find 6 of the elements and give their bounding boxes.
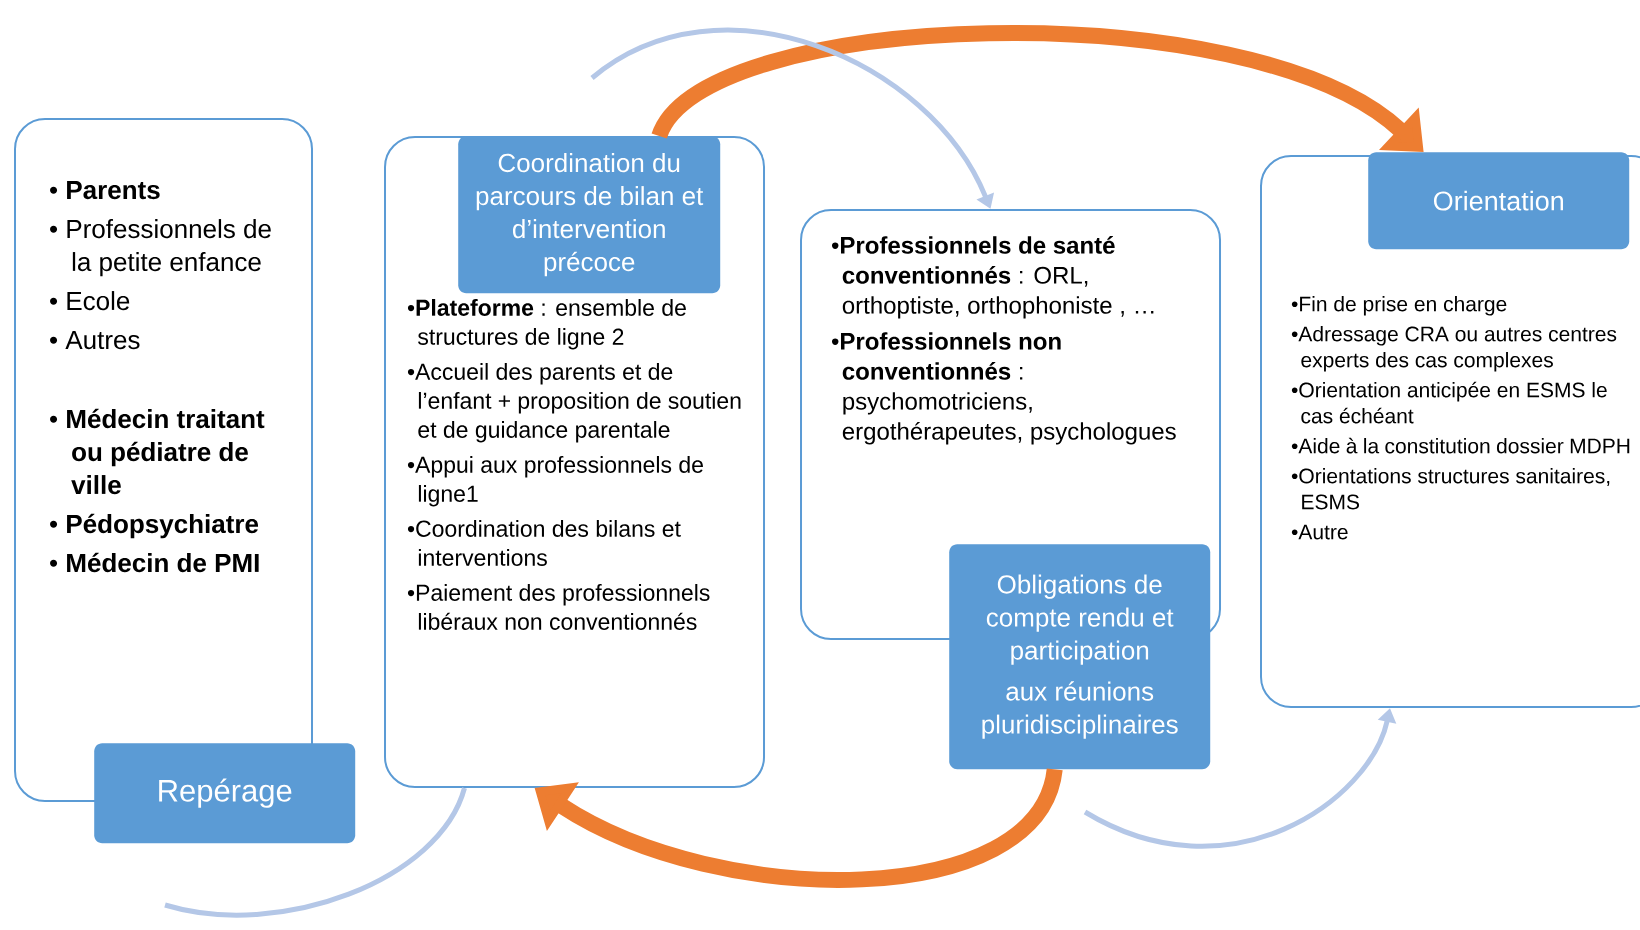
heading-tab: Orientation (1368, 152, 1630, 250)
heading-tab: Repérage (94, 743, 356, 844)
curved-line (164, 787, 467, 918)
heading-tab: Coordination du parcours de bilan et d’intervention précoce (458, 136, 721, 294)
curved-arrow (652, 25, 1424, 152)
heading-tab: Obligations de compte rendu et participation aux réunions pluridisciplinaires (949, 544, 1211, 770)
